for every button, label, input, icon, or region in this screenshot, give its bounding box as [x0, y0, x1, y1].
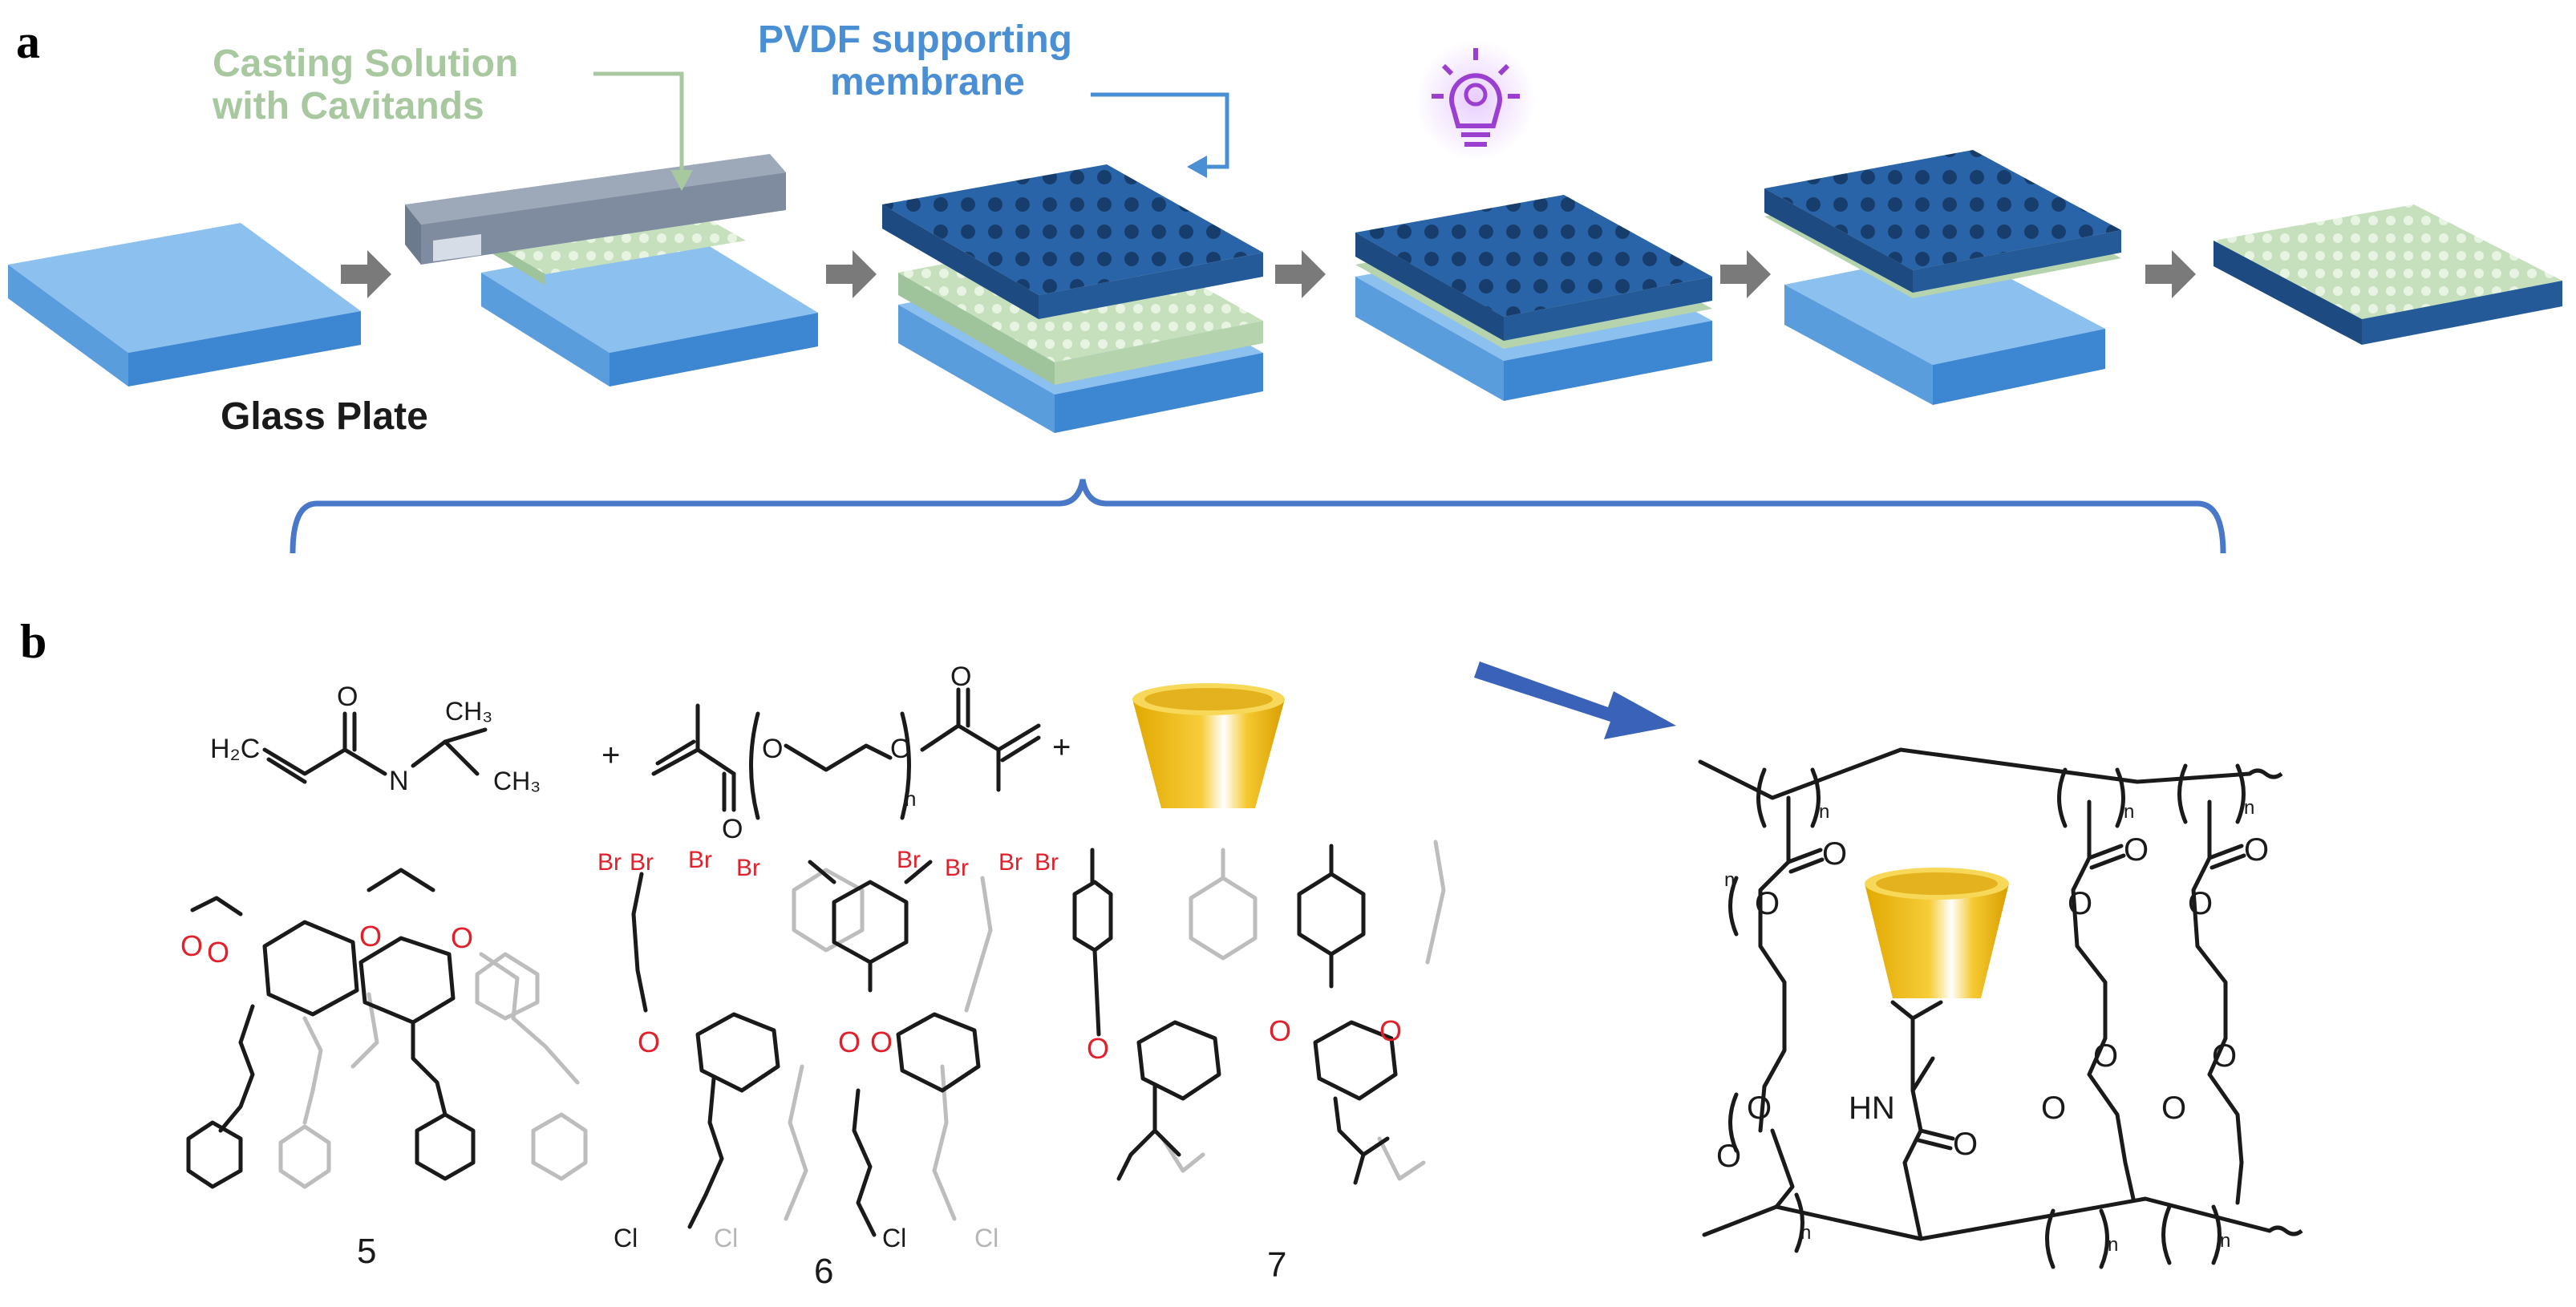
- svg-text:Br: Br: [998, 849, 1023, 876]
- svg-text:O: O: [2093, 1038, 2118, 1074]
- svg-text:Br: Br: [1035, 849, 1059, 876]
- compound-5-label: 5: [357, 1232, 376, 1271]
- svg-text:Cl: Cl: [974, 1224, 998, 1252]
- svg-text:H₂C: H₂C: [210, 734, 260, 764]
- process-arrow-1: [341, 250, 391, 298]
- svg-text:O: O: [2161, 1091, 2186, 1126]
- panel-label-a: a: [16, 15, 40, 68]
- svg-text:n: n: [2244, 797, 2254, 819]
- expansion-bracket: [290, 479, 2226, 554]
- step5-peel-off: [1764, 150, 2121, 405]
- svg-text:CH₃: CH₃: [445, 697, 492, 726]
- pvdf-pointer-arrow: [1091, 92, 1229, 169]
- cavitand-cup-icon: [1132, 683, 1285, 808]
- svg-text:O: O: [2068, 886, 2092, 921]
- svg-text:O: O: [2188, 886, 2213, 921]
- process-arrow-3: [1275, 250, 1326, 298]
- casting-pointer-arrow: [593, 71, 684, 176]
- plus-1: +: [601, 738, 620, 773]
- svg-text:O: O: [950, 662, 971, 692]
- svg-text:Cl: Cl: [614, 1224, 638, 1252]
- svg-text:Cl: Cl: [714, 1224, 738, 1252]
- glass-plate-label: Glass Plate: [221, 395, 428, 438]
- svg-text:n: n: [2220, 1230, 2230, 1252]
- step4-uv-curing: [1355, 195, 1712, 401]
- plus-2: +: [1052, 730, 1071, 765]
- svg-text:Cl: Cl: [882, 1224, 906, 1252]
- svg-text:O: O: [1716, 1139, 1741, 1174]
- svg-text:HN: HN: [1849, 1091, 1895, 1126]
- svg-text:O: O: [180, 929, 203, 962]
- uv-lamp-icon: [1416, 40, 1536, 160]
- svg-text:n: n: [1819, 801, 1829, 823]
- pvdf-label-1: PVDF supporting: [758, 18, 1072, 61]
- svg-text:O: O: [1822, 836, 1847, 872]
- svg-text:Br: Br: [688, 847, 712, 873]
- reaction-arrow: [1474, 662, 1676, 739]
- compound-6-label: 6: [814, 1252, 833, 1291]
- svg-text:N: N: [389, 766, 409, 796]
- svg-text:O: O: [2244, 832, 2269, 868]
- svg-text:O: O: [2212, 1038, 2237, 1074]
- step2-casting: [405, 154, 818, 386]
- nipam-structure: H₂C O N CH₃ CH₃: [210, 682, 541, 796]
- cavitand-6: Br Br Br Br Br Br Br Br O O O Cl Cl Cl C…: [597, 847, 1059, 1252]
- process-arrow-5: [2145, 250, 2196, 298]
- svg-text:O: O: [1269, 1014, 1291, 1047]
- svg-text:Br: Br: [630, 849, 654, 876]
- step1-glass-plate: [8, 223, 361, 386]
- svg-text:CH₃: CH₃: [493, 767, 541, 795]
- step6-final-membrane: [2213, 204, 2562, 345]
- svg-text:O: O: [2124, 832, 2149, 868]
- svg-text:O: O: [1953, 1127, 1978, 1162]
- process-arrow-4: [1720, 250, 1771, 298]
- svg-text:O: O: [762, 734, 783, 764]
- cavitand-7: O O O: [1072, 840, 1446, 1185]
- casting-solution-label-1: Casting Solution: [213, 42, 518, 85]
- svg-text:O: O: [451, 921, 473, 954]
- svg-text:n: n: [2124, 801, 2134, 823]
- svg-text:O: O: [722, 814, 743, 844]
- polymer-network: n n n n O O O O O O O O O O O O O HN: [1698, 747, 2303, 1269]
- svg-text:O: O: [870, 1026, 893, 1058]
- svg-text:O: O: [359, 920, 382, 953]
- svg-text:O: O: [207, 936, 229, 969]
- network-cavitand-cup-icon: [1865, 868, 2009, 998]
- svg-text:O: O: [1755, 886, 1780, 921]
- svg-text:Br: Br: [597, 849, 622, 876]
- svg-text:O: O: [638, 1026, 660, 1058]
- svg-text:n: n: [1724, 869, 1735, 891]
- svg-text:O: O: [2041, 1091, 2066, 1126]
- svg-text:Br: Br: [736, 855, 760, 881]
- pvdf-label-2: membrane: [830, 61, 1025, 103]
- cavitand-5: O O O O: [180, 868, 588, 1189]
- svg-text:O: O: [337, 682, 358, 712]
- process-arrow-2: [826, 250, 877, 298]
- pegdma-structure: O O O n O: [651, 662, 1041, 844]
- svg-text:Br: Br: [945, 855, 969, 881]
- step3-pvdf-lamination: [882, 164, 1263, 433]
- compound-7-label: 7: [1267, 1245, 1286, 1285]
- svg-text:n: n: [1800, 1222, 1811, 1244]
- svg-text:O: O: [838, 1026, 861, 1058]
- svg-text:Br: Br: [897, 847, 921, 873]
- svg-text:O: O: [1087, 1032, 1109, 1065]
- svg-text:n: n: [2108, 1234, 2118, 1256]
- svg-text:O: O: [1379, 1014, 1402, 1047]
- svg-text:O: O: [1747, 1091, 1772, 1126]
- casting-solution-label-2: with Cavitands: [212, 85, 484, 127]
- panel-label-b: b: [20, 615, 47, 668]
- svg-text:n: n: [905, 787, 916, 811]
